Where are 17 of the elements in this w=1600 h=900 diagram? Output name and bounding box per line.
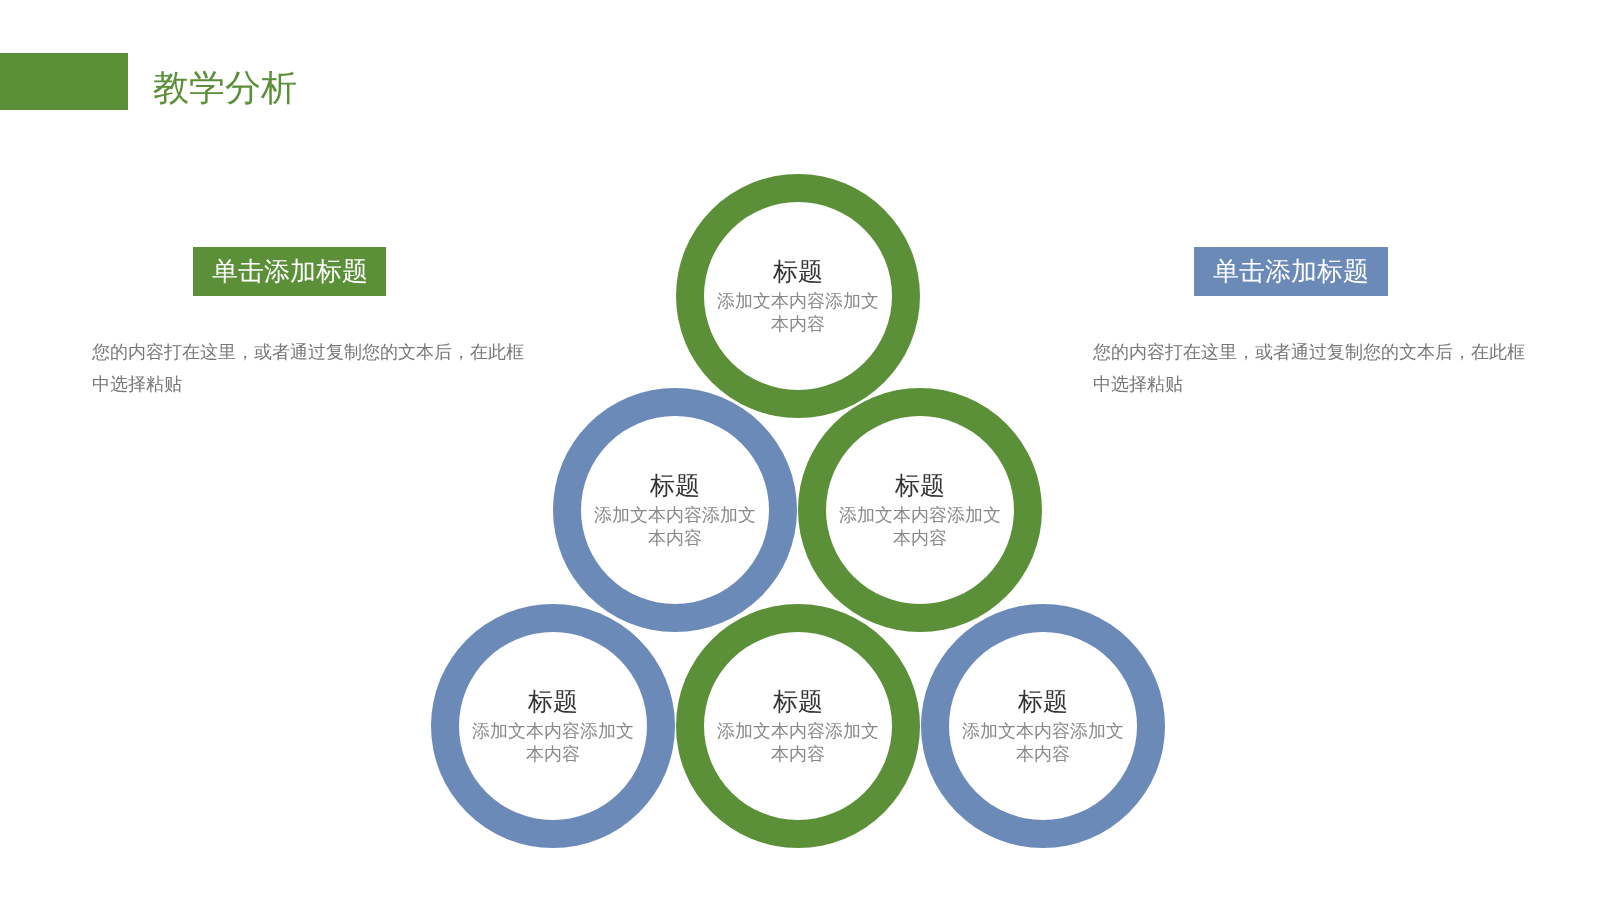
body-paragraph: 您的内容打在这里，或者通过复制您的文本后，在此框中选择粘贴 xyxy=(1093,340,1526,396)
body-paragraph: 您的内容打在这里，或者通过复制您的文本后，在此框中选择粘贴 xyxy=(92,340,525,396)
circle-text: 添加文本内容添加文本内容 xyxy=(838,502,1002,550)
circle-title: 标题 xyxy=(773,256,823,289)
circle-text: 添加文本内容添加文本内容 xyxy=(961,718,1125,766)
circle-text: 添加文本内容添加文本内容 xyxy=(716,718,880,766)
title-box: 单击添加标题 xyxy=(1194,247,1388,296)
circle-title: 标题 xyxy=(1018,686,1068,719)
circle-title: 标题 xyxy=(528,686,578,719)
slide-title: 教学分析 xyxy=(153,66,297,110)
circle-title: 标题 xyxy=(650,470,700,503)
circle-text: 添加文本内容添加文本内容 xyxy=(593,502,757,550)
circle-title: 标题 xyxy=(773,686,823,719)
circle-text: 添加文本内容添加文本内容 xyxy=(471,718,635,766)
title-box: 单击添加标题 xyxy=(193,247,386,296)
circle-text: 添加文本内容添加文本内容 xyxy=(716,288,880,336)
circle-title: 标题 xyxy=(895,470,945,503)
